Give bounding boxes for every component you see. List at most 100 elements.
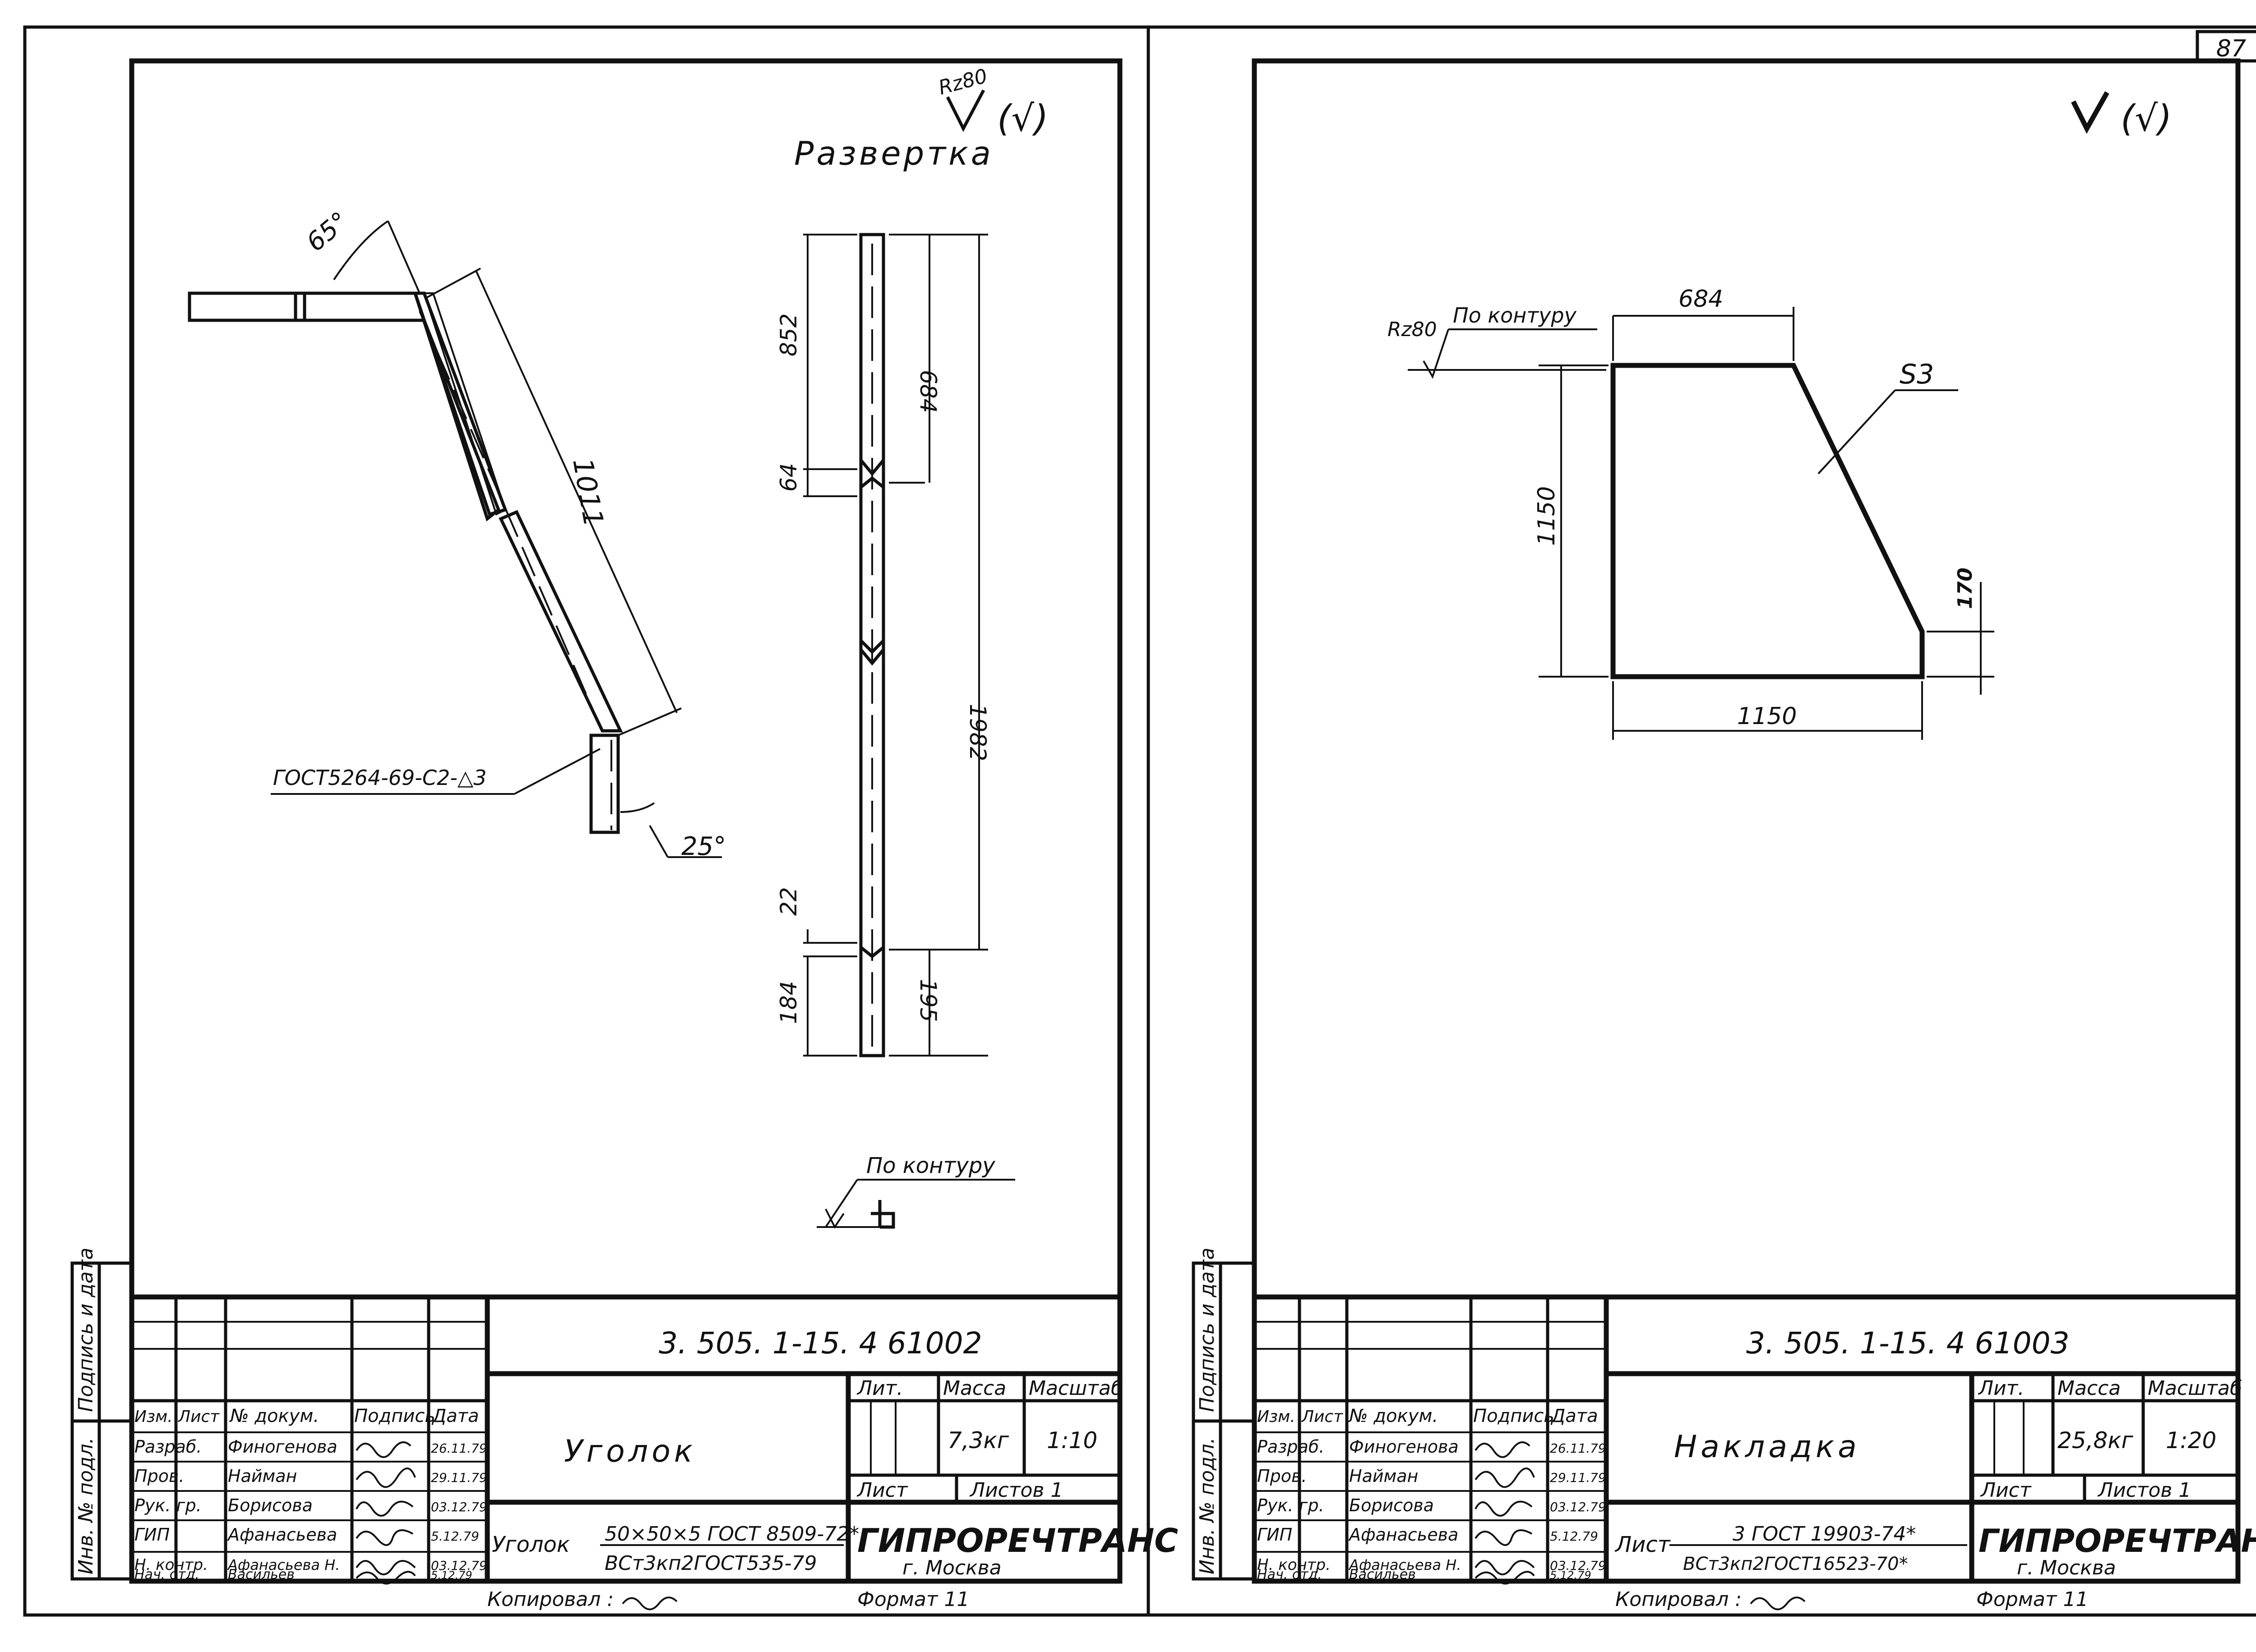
- angle-65-ext: [387, 221, 421, 294]
- right-dim-170: 170: [1954, 568, 1977, 609]
- right-col-list: Лист: [1301, 1407, 1343, 1426]
- unfold-dim-852: 852: [776, 314, 802, 356]
- right-col-sign: Подпись: [1473, 1406, 1554, 1426]
- right-hdr-scale: Масштаб: [2148, 1377, 2242, 1400]
- left-scale: 1:10: [1047, 1427, 1097, 1454]
- left-date-5: 5.12.79: [431, 1569, 472, 1582]
- left-copied: Копировал :: [487, 1588, 614, 1611]
- unfold-dim-64: 64: [776, 463, 802, 492]
- left-name-3: Афанасьева: [227, 1525, 337, 1545]
- outer-border-right: [1146, 25, 2256, 1617]
- right-signatures: [1475, 1441, 1535, 1585]
- left-date-2: 03.12.79: [431, 1500, 487, 1514]
- left-role-3: ГИП: [134, 1525, 170, 1545]
- unfold-dim-22: 22: [776, 887, 802, 916]
- right-role-1: Пров.: [1257, 1466, 1307, 1486]
- right-material-bottom: ВСт3кп2ГОСТ16523-70*: [1683, 1554, 1908, 1574]
- right-side-label-bottom: Инв. № подл.: [1196, 1437, 1219, 1574]
- left-doc-code: 3. 505. 1-15. 4 61002: [659, 1326, 982, 1361]
- right-sheet: (√) Rz80 По контуру 684 1150 170 1150 S3: [1192, 58, 2256, 1611]
- right-col-date: Дата: [1550, 1406, 1598, 1426]
- left-sheets-label: Листов 1: [969, 1479, 1063, 1502]
- right-date-0: 26.11.79: [1550, 1441, 1606, 1456]
- right-copier-signature: [1750, 1597, 1806, 1610]
- roughness-check-icon: [946, 89, 985, 132]
- left-role-4: Н. контр.: [134, 1556, 208, 1574]
- dim-diag-label: 1011: [566, 456, 609, 529]
- right-roughness-rz: Rz80: [1387, 318, 1437, 341]
- right-part-name: Накладка: [1674, 1429, 1860, 1465]
- left-sheet: Rz80 (√) Развертка 65° 1011 ГОСТ5264-: [70, 58, 1178, 1611]
- right-col-izm: Изм.: [1257, 1407, 1295, 1426]
- left-date-0: 26.11.79: [431, 1441, 487, 1456]
- left-hdr-mass: Масса: [943, 1377, 1006, 1400]
- plate-outline: [1610, 363, 1925, 679]
- left-org: ГИПРОРЕЧТРАНС: [857, 1522, 1178, 1560]
- right-roughness-symbol: (√): [2071, 91, 2172, 139]
- right-org: ГИПРОРЕЧТРАНС: [1979, 1523, 2256, 1560]
- right-col-doc: № докум.: [1348, 1406, 1438, 1426]
- left-role-5: Нач. отд.: [134, 1567, 199, 1583]
- unfold-title: Развертка: [794, 134, 994, 172]
- left-roughness-symbol: Rz80 (√): [936, 65, 1049, 139]
- left-name-0: Финогенова: [228, 1437, 337, 1457]
- left-part-name: Уголок: [564, 1434, 696, 1469]
- right-role-0: Разраб.: [1257, 1437, 1324, 1457]
- left-name-1: Найман: [228, 1466, 297, 1486]
- dim-diag-line: [475, 270, 678, 713]
- left-name-5: Васильев: [228, 1567, 295, 1583]
- left-city: г. Москва: [902, 1556, 1002, 1579]
- right-role-2: Рук. гр.: [1257, 1495, 1324, 1515]
- angle-65-arc: [333, 220, 389, 281]
- left-role-2: Рук. гр.: [134, 1495, 202, 1515]
- left-col-izm: Изм.: [134, 1407, 173, 1426]
- weld-note: ГОСТ5264-69-С2-△3: [273, 766, 486, 790]
- right-name-1: Найман: [1349, 1466, 1418, 1486]
- right-mass: 25,8кг: [2057, 1427, 2134, 1454]
- angle-bent-profile: [188, 291, 623, 834]
- left-date-3: 5.12.79: [431, 1529, 479, 1544]
- right-material-top: 3 ГОСТ 19903-74*: [1733, 1523, 1916, 1546]
- right-hdr-mass: Масса: [2057, 1377, 2121, 1400]
- left-format: Формат 11: [857, 1588, 970, 1611]
- left-contour-text: По контуру: [866, 1153, 995, 1178]
- unfold-dimensions: [803, 234, 988, 1057]
- left-role-1: Пров.: [134, 1466, 184, 1486]
- left-col-date: Дата: [431, 1406, 479, 1426]
- left-name-4: Афанасьева Н.: [227, 1556, 340, 1574]
- left-title-block: [132, 1294, 1120, 1581]
- right-material-prefix: Лист: [1614, 1532, 1671, 1557]
- right-date-4: 03.12.79: [1550, 1558, 1606, 1573]
- left-col-doc: № докум.: [229, 1406, 319, 1426]
- right-thickness: S3: [1900, 359, 1934, 390]
- right-sheet-label: Лист: [1980, 1479, 2032, 1502]
- right-doc-code: 3. 505. 1-15. 4 61003: [1746, 1326, 2070, 1361]
- right-copied: Копировал :: [1615, 1588, 1742, 1611]
- right-role-5: Нач. отд.: [1257, 1567, 1322, 1583]
- right-name-4: Афанасьева Н.: [1348, 1556, 1461, 1574]
- left-mass: 7,3кг: [948, 1427, 1009, 1454]
- roughness-check-icon: [2071, 91, 2109, 134]
- right-roughness-paren: (√): [2121, 97, 2172, 139]
- left-side-label-top: Подпись и дата: [74, 1248, 97, 1412]
- right-title-block: [1254, 1294, 2238, 1581]
- right-name-0: Финогенова: [1349, 1437, 1459, 1457]
- right-name-2: Борисова: [1349, 1495, 1434, 1515]
- right-dim-684: 684: [1678, 286, 1723, 313]
- right-date-5: 5.12.79: [1550, 1569, 1591, 1582]
- left-inner-frame: [129, 58, 1123, 1584]
- right-role-3: ГИП: [1257, 1525, 1292, 1545]
- right-contour-text: По контуру: [1453, 303, 1577, 328]
- angle-25-arc: [620, 802, 655, 813]
- right-dim-1150-v: 1150: [1533, 486, 1560, 546]
- unfold-dim-195: 195: [915, 979, 941, 1022]
- unfold-dim-1982: 1982: [965, 704, 991, 761]
- left-side-label-bottom: Инв. № подл.: [74, 1437, 97, 1574]
- unfold-dim-684: 684: [915, 370, 941, 413]
- right-inner-frame: [1252, 58, 2241, 1584]
- right-date-2: 03.12.79: [1550, 1500, 1606, 1514]
- left-material-bottom: ВСт3кп2ГОСТ535-79: [605, 1552, 817, 1575]
- page-number: 87: [2216, 35, 2246, 62]
- left-hdr-lit: Лит.: [856, 1377, 903, 1400]
